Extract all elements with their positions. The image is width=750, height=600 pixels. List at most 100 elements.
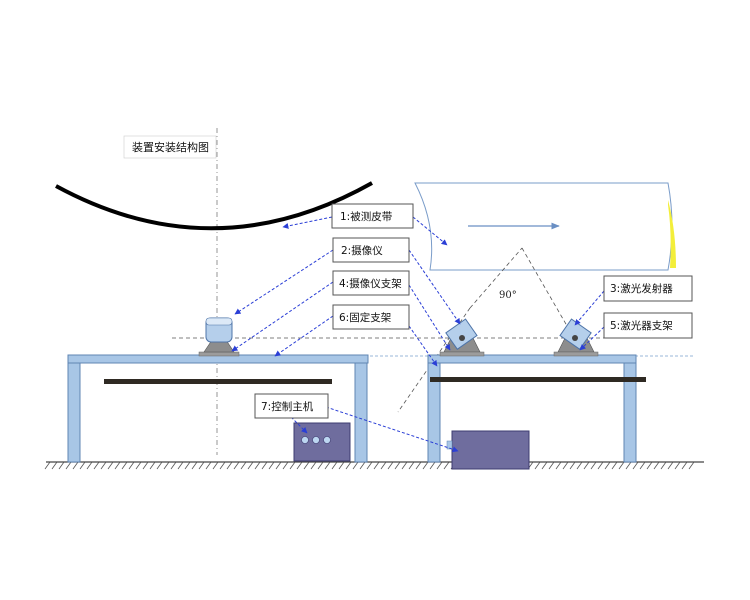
label-laser-emitter-text: 3:激光发射器 [610,282,673,295]
ground-hatch-line [156,461,163,470]
left-frame [67,354,369,463]
ground-hatch-line [548,461,555,470]
ground-hatch-line [121,461,128,470]
middle-device [439,318,485,357]
ground-hatch-line [128,461,135,470]
ground-hatch-line [331,461,338,470]
ground-hatch-line [352,461,359,470]
ground-hatch-line [177,461,184,470]
right-frame-inner-plate [430,377,646,382]
ground-hatch-line [163,461,170,470]
ground-hatch-line [345,461,352,470]
ground-hatch-line [625,461,632,470]
ground-hatch-line [618,461,625,470]
ground-hatch-line [114,461,121,470]
ground-hatch-line [646,461,653,470]
ground-hatch-line [373,461,380,470]
ground-hatch-line [289,461,296,470]
belt-top-view [414,182,676,271]
ground-hatch-line [79,461,86,470]
title-box: 装置安装结构图 [123,135,217,159]
ground-hatch-line [576,461,583,470]
ground-hatch-line [44,461,51,470]
ground-hatch-line [324,461,331,470]
ground-hatch-line [597,461,604,470]
ground-hatch-line [100,461,107,470]
ground-hatch-line [219,461,226,470]
ground-hatch-line [394,461,401,470]
ground-hatch-line [303,461,310,470]
ground-hatch-line [359,461,366,470]
right-frame [427,354,646,463]
laser-emitter-icon [559,318,592,350]
label-camera-bracket-text: 4:摄像仪支架 [339,277,402,290]
ground-hatch-line [401,461,408,470]
label-laser-bracket-text: 5:激光器支架 [610,319,673,332]
ground-hatch-line [240,461,247,470]
ground-hatch-line [296,461,303,470]
ground-hatch-line [261,461,268,470]
ground-hatch-line [198,461,205,470]
ground-hatch-line [65,461,72,470]
construction-line-c [521,247,575,339]
ground-hatch-line [422,461,429,470]
ground-hatch-line [387,461,394,470]
label-laser-bracket: 5:激光器支架 [603,312,693,339]
ground-hatch-line [317,461,324,470]
ground [44,461,704,470]
ground-hatch-line [135,461,142,470]
ground-hatch-line [681,461,688,470]
belt-curve [55,181,373,231]
ground-hatch-line [429,461,436,470]
label-control-host: 7:控制主机 [254,393,329,419]
ground-hatch-line [268,461,275,470]
left-frame-leg-left [67,362,81,463]
belt-edge-highlight [668,200,676,268]
construction-line-a [469,247,523,309]
ground-hatch-line [170,461,177,470]
ground-hatch-line [58,461,65,470]
ground-hatch-line [51,461,58,470]
ground-hatch-line [541,461,548,470]
ground-hatch-line [233,461,240,470]
angle-label: 90° [499,290,517,301]
ground-hatch-line [254,461,261,470]
label-belt: 1:被测皮带 [331,203,414,229]
control-host-right [446,430,530,470]
ground-hatch-line [583,461,590,470]
ground-hatch-line [569,461,576,470]
ground-hatch-line [674,461,681,470]
ground-hatch-line [611,461,618,470]
right-frame-top-beam [427,354,637,364]
left-frame-leg-right [354,362,368,463]
label-camera: 2:摄像仪 [332,237,410,263]
ground-hatch-line [212,461,219,470]
ground-hatch-line [72,461,79,470]
ground-hatch-line [184,461,191,470]
ground-hatch-line [555,461,562,470]
ground-hatch-line [142,461,149,470]
ground-hatch-line [632,461,639,470]
ground-hatch-line [443,461,450,470]
ground-hatching [44,461,695,470]
camera-device [198,317,240,357]
ground-hatch-line [562,461,569,470]
ground-hatch-line [149,461,156,470]
ground-hatch-line [86,461,93,470]
ground-hatch-line [653,461,660,470]
ground-hatch-line [247,461,254,470]
ground-hatch-line [93,461,100,470]
camera-unit-icon [445,318,478,350]
indicator-light-icon [312,436,320,444]
laser-device [553,318,599,357]
ground-hatch-line [604,461,611,470]
ground-hatch-line [191,461,198,470]
ground-hatch-line [660,461,667,470]
ground-hatch-line [310,461,317,470]
ground-hatch-line [282,461,289,470]
ground-hatch-line [590,461,597,470]
label-fixed-bracket: 6:固定支架 [332,304,410,330]
label-camera-text: 2:摄像仪 [341,244,383,257]
label-belt-text: 1:被测皮带 [340,210,392,223]
